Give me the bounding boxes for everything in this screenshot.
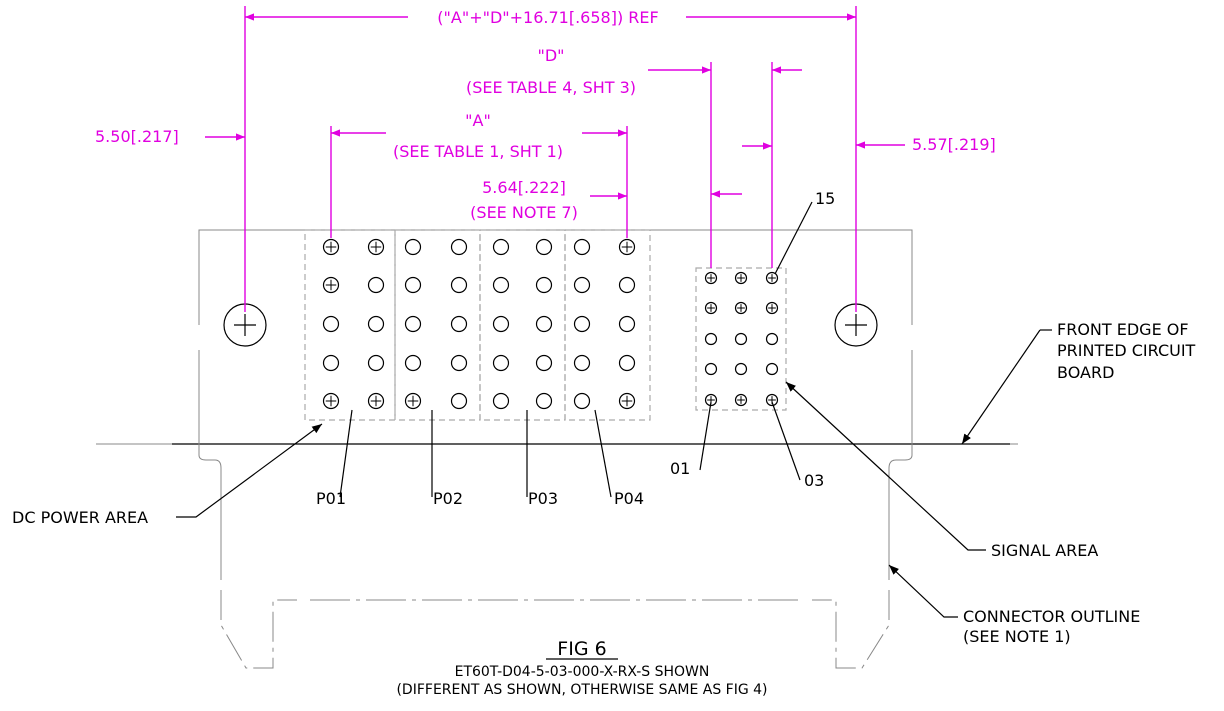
signal-pin (765, 271, 779, 285)
power-pin (618, 315, 636, 333)
d-dimension-label: "D" (537, 46, 564, 65)
figure-caption: FIG 6 ET60T-D04-5-03-000-X-RX-S SHOWN (D… (396, 638, 767, 698)
power-pin (573, 276, 591, 294)
power-pin (618, 392, 636, 410)
connector-outline (220, 590, 890, 669)
pin-15-label: 15 (815, 189, 835, 208)
power-pin (367, 276, 385, 294)
signal-pin (765, 393, 779, 407)
mounting-hole-left (223, 303, 267, 347)
power-group-p04: P04 (614, 489, 644, 508)
power-pin (367, 315, 385, 333)
signal-pin (734, 271, 748, 285)
front-edge-label-3: BOARD (1057, 363, 1114, 382)
power-pin (322, 276, 340, 294)
power-pin (573, 315, 591, 333)
power-pin (404, 392, 422, 410)
figure-subtitle: ET60T-D04-5-03-000-X-RX-S SHOWN (455, 664, 710, 680)
signal-area-box (695, 267, 787, 411)
power-pin (450, 238, 468, 256)
power-area-boxes (304, 229, 651, 421)
power-pin (450, 315, 468, 333)
dimension-lines (205, 6, 905, 312)
pitch-note: (SEE NOTE 7) (470, 203, 578, 222)
power-pin (535, 238, 553, 256)
power-pin-grid (322, 238, 636, 410)
signal-pin-grid (704, 271, 779, 407)
power-pin (404, 276, 422, 294)
overall-dimension: ("A"+"D"+16.71[.658]) REF (437, 8, 658, 27)
power-pin (573, 392, 591, 410)
power-pin (322, 392, 340, 410)
a-dimension-label: "A" (465, 111, 491, 130)
front-edge-label-1: FRONT EDGE OF (1057, 320, 1189, 339)
power-pin (450, 354, 468, 372)
signal-pin (704, 332, 718, 346)
power-pin (492, 238, 510, 256)
signal-pin (704, 301, 718, 315)
figure-note: (DIFFERENT AS SHOWN, OTHERWISE SAME AS F… (396, 682, 767, 698)
power-pin (322, 238, 340, 256)
leader-lines (176, 201, 1052, 618)
power-pin (404, 315, 422, 333)
dc-power-area-label: DC POWER AREA (12, 508, 148, 527)
a-dimension-ref: (SEE TABLE 1, SHT 1) (393, 142, 563, 161)
power-pin (535, 315, 553, 333)
pitch-dimension: 5.64[.222] (482, 178, 566, 197)
d-dimension-ref: (SEE TABLE 4, SHT 3) (466, 78, 636, 97)
power-pin (404, 354, 422, 372)
signal-pin (765, 362, 779, 376)
power-pin (367, 354, 385, 372)
power-pin (618, 238, 636, 256)
signal-pin (734, 362, 748, 376)
power-group-p02: P02 (433, 489, 463, 508)
power-pin (573, 238, 591, 256)
dimension-text: ("A"+"D"+16.71[.658]) REF "D" (SEE TABLE… (95, 8, 996, 222)
power-group-p01: P01 (316, 489, 346, 508)
power-pin (618, 276, 636, 294)
power-pin (618, 354, 636, 372)
connector-outline-label-1: CONNECTOR OUTLINE (963, 607, 1140, 626)
signal-pin (734, 301, 748, 315)
power-pin (535, 276, 553, 294)
connector-body (198, 229, 913, 580)
power-pin (573, 354, 591, 372)
power-pin (322, 354, 340, 372)
figure-title: FIG 6 (557, 638, 606, 660)
power-pin (492, 392, 510, 410)
right-offset-dimension: 5.57[.219] (912, 135, 996, 154)
connector-outline-label-2: (SEE NOTE 1) (963, 627, 1071, 646)
signal-pin (765, 301, 779, 315)
power-group-p03: P03 (528, 489, 558, 508)
power-pin (492, 315, 510, 333)
signal-pin (704, 271, 718, 285)
pin-01-label: 01 (670, 459, 690, 478)
pin-03-label: 03 (804, 471, 824, 490)
power-pin (404, 238, 422, 256)
power-pin (322, 315, 340, 333)
power-pin (492, 354, 510, 372)
power-pin (450, 392, 468, 410)
callout-text: FRONT EDGE OF PRINTED CIRCUIT BOARD DC P… (12, 189, 1196, 646)
power-pin (450, 276, 468, 294)
signal-pin (734, 332, 748, 346)
front-edge-label-2: PRINTED CIRCUIT (1057, 341, 1196, 360)
left-offset-dimension: 5.50[.217] (95, 127, 179, 146)
power-pin (367, 392, 385, 410)
signal-pin (704, 362, 718, 376)
power-pin (492, 276, 510, 294)
power-pin (535, 392, 553, 410)
power-pin (367, 238, 385, 256)
signal-pin (734, 393, 748, 407)
power-pin (535, 354, 553, 372)
signal-area-label: SIGNAL AREA (991, 541, 1098, 560)
signal-pin (765, 332, 779, 346)
